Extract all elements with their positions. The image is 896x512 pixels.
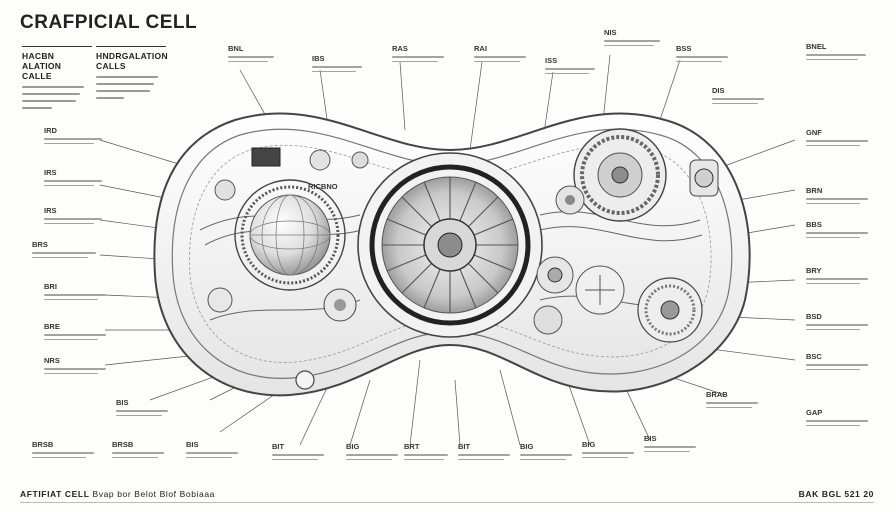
callout-label: IRS	[44, 168, 102, 187]
callout-label: BRSB	[112, 440, 164, 459]
callout-label: IRS	[44, 206, 102, 225]
page-title: CRAFPICIAL CELL	[20, 12, 198, 33]
footer-divider	[20, 502, 874, 503]
callout-label: IRD	[44, 126, 102, 145]
info-box-1: HACBN ALATION CALLE	[22, 46, 92, 109]
callout-label: BIG	[346, 442, 398, 461]
right-gear-small	[637, 277, 703, 343]
callout-label: BRY	[806, 266, 868, 285]
callout-label: BIG	[520, 442, 572, 461]
callout-label: BRE	[44, 322, 106, 341]
callout-label: BRAB	[706, 390, 758, 409]
callout-label: DIS	[712, 86, 764, 105]
callout-label: BIT	[458, 442, 510, 461]
right-nozzle	[689, 159, 719, 197]
footer-caption-text: Bvap bor Belot Blof Bobiaaa	[92, 489, 215, 499]
left-small-organelles	[207, 147, 369, 390]
info-box-heading: HACBN ALATION CALLE	[22, 51, 62, 81]
callout-label: BRSB	[32, 440, 94, 459]
info-box-2: HNDRGALATION CALLS	[96, 46, 168, 109]
callout-label: BSS	[676, 44, 728, 63]
callout-label: BRT	[404, 442, 448, 461]
callout-label: ISS	[545, 56, 595, 75]
center-callout-label: RICBNO	[308, 182, 338, 191]
callout-label: BRI	[44, 282, 106, 301]
callout-label: BNL	[228, 44, 274, 63]
nucleus-turbine	[357, 152, 543, 338]
right-disc-cluster	[533, 185, 625, 335]
callout-label: GNF	[806, 128, 868, 147]
callout-label: BIT	[272, 442, 324, 461]
footer-caption-title: AFTIFIAT CELL	[20, 489, 90, 499]
callout-label: BIG	[582, 440, 634, 459]
footer-caption: AFTIFIAT CELL Bvap bor Belot Blof Bobiaa…	[20, 489, 215, 499]
callout-label: BIS	[644, 434, 696, 453]
callout-label: BSC	[806, 352, 868, 371]
left-organelle-sphere	[234, 179, 346, 291]
callout-label: NIS	[604, 28, 660, 47]
callout-label: BIS	[186, 440, 238, 459]
footer-code: BAK BGL 521 20	[798, 489, 874, 499]
callout-label: BRN	[806, 186, 868, 205]
callout-label: RAS	[392, 44, 444, 63]
callout-label: BIS	[116, 398, 168, 417]
info-box-heading: HNDRGALATION CALLS	[96, 51, 168, 71]
callout-label: BSD	[806, 312, 868, 331]
callout-label: GAP	[806, 408, 868, 427]
right-gear-large	[573, 128, 667, 222]
callout-label: BBS	[806, 220, 868, 239]
callout-label: BNEL	[806, 42, 866, 61]
callout-label: IBS	[312, 54, 362, 73]
callout-label: RAI	[474, 44, 526, 63]
callout-label: NRS	[44, 356, 106, 375]
cell-inner-membrane	[171, 128, 733, 379]
callout-label: BRS	[32, 240, 96, 259]
